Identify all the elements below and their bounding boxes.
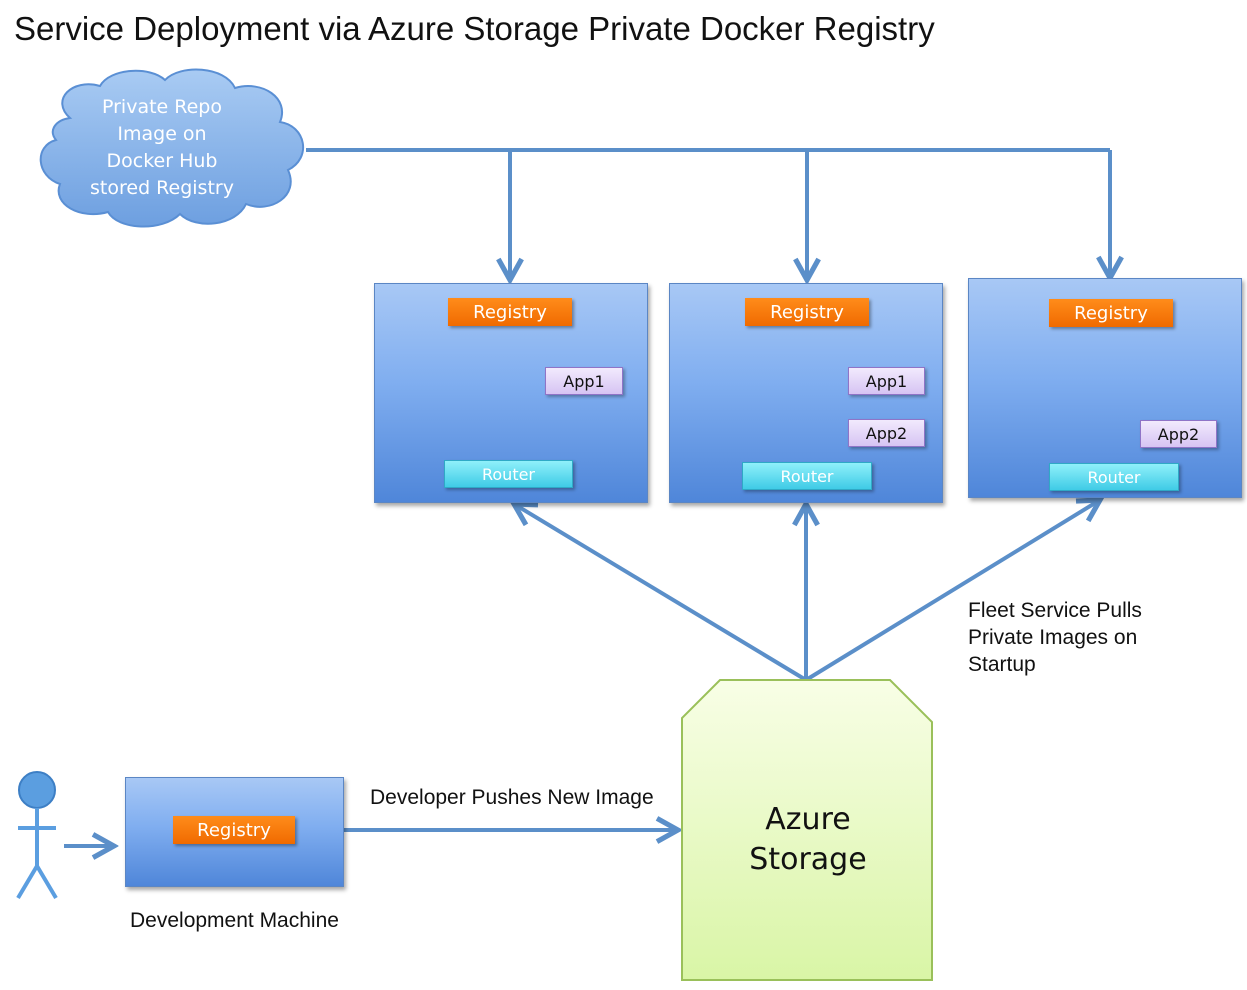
development-machine: Registry <box>125 777 344 887</box>
docker-hub-cloud <box>39 68 305 228</box>
azure-storage-shape <box>681 679 933 981</box>
registry-box: Registry <box>448 298 572 326</box>
cloud-line: Docker Hub <box>106 150 218 172</box>
developer-push-label: Developer Pushes New Image <box>370 786 654 809</box>
cloud-distribution-arrows <box>306 148 1110 280</box>
fleet-service-label: Fleet Service Pulls Private Images on St… <box>968 597 1142 678</box>
developer-person-icon <box>16 771 58 900</box>
cloud-label: Private Repo Image on Docker Hub stored … <box>78 94 246 202</box>
registry-box: Registry <box>1049 299 1173 327</box>
azure-storage-label: Azure Storage <box>690 800 926 880</box>
cloud-line: stored Registry <box>90 177 234 199</box>
diagram-title: Service Deployment via Azure Storage Pri… <box>14 10 935 47</box>
router-box: Router <box>742 462 872 490</box>
cloud-line: Private Repo <box>101 96 222 118</box>
storage-line: Storage <box>749 842 867 877</box>
app1-container: App1 <box>545 367 623 395</box>
host-node-3: Registry App2 Router <box>968 278 1242 498</box>
storage-pull-arrows <box>514 500 1100 682</box>
app2-container: App2 <box>1140 420 1217 448</box>
host-node-1: Registry App1 Router <box>374 283 648 503</box>
host-node-2: Registry App1 App2 Router <box>669 283 943 503</box>
registry-box: Registry <box>745 298 869 326</box>
developer-arrows <box>64 830 678 846</box>
router-box: Router <box>444 460 573 488</box>
cloud-line: Image on <box>117 123 207 145</box>
registry-box: Registry <box>173 816 295 844</box>
router-box: Router <box>1049 463 1179 491</box>
fleet-label-line: Startup <box>968 653 1036 676</box>
app2-container: App2 <box>848 419 925 447</box>
development-machine-caption: Development Machine <box>130 909 339 932</box>
app1-container: App1 <box>848 367 925 395</box>
fleet-label-line: Fleet Service Pulls <box>968 599 1142 622</box>
storage-line: Azure <box>765 802 851 837</box>
fleet-label-line: Private Images on <box>968 626 1138 649</box>
